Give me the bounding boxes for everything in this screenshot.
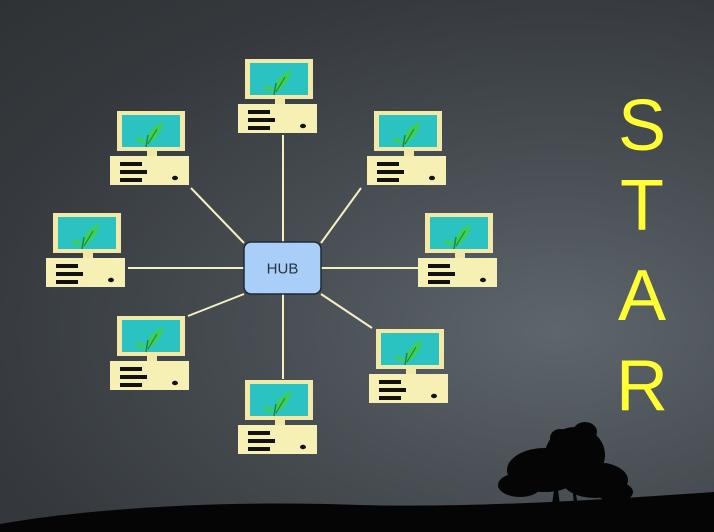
computer-icon-pc-bottom-right <box>369 329 448 403</box>
computer-icon-pc-bottom <box>238 380 317 454</box>
title-letter-s: S <box>612 90 672 162</box>
link-pc-top-left <box>191 188 244 243</box>
link-pc-bottom-left <box>188 294 244 316</box>
computer-icon-pc-top <box>238 59 317 133</box>
link-pc-bottom-right <box>321 294 372 328</box>
computer-icon-pc-top-right <box>367 111 446 185</box>
title-letter-t: T <box>612 170 672 242</box>
hub-node: HUB <box>244 242 321 294</box>
computer-icon-pc-left <box>46 213 125 287</box>
computer-icon-pc-top-left <box>110 111 189 185</box>
title-letter-r: R <box>612 350 672 422</box>
computer-icon-pc-right <box>418 213 497 287</box>
computer-icon-pc-bottom-left <box>110 316 189 390</box>
hub-label: HUB <box>267 261 299 278</box>
link-pc-top-right <box>321 188 361 243</box>
tree-silhouette-icon <box>498 422 633 505</box>
title-letter-a: A <box>612 260 672 332</box>
